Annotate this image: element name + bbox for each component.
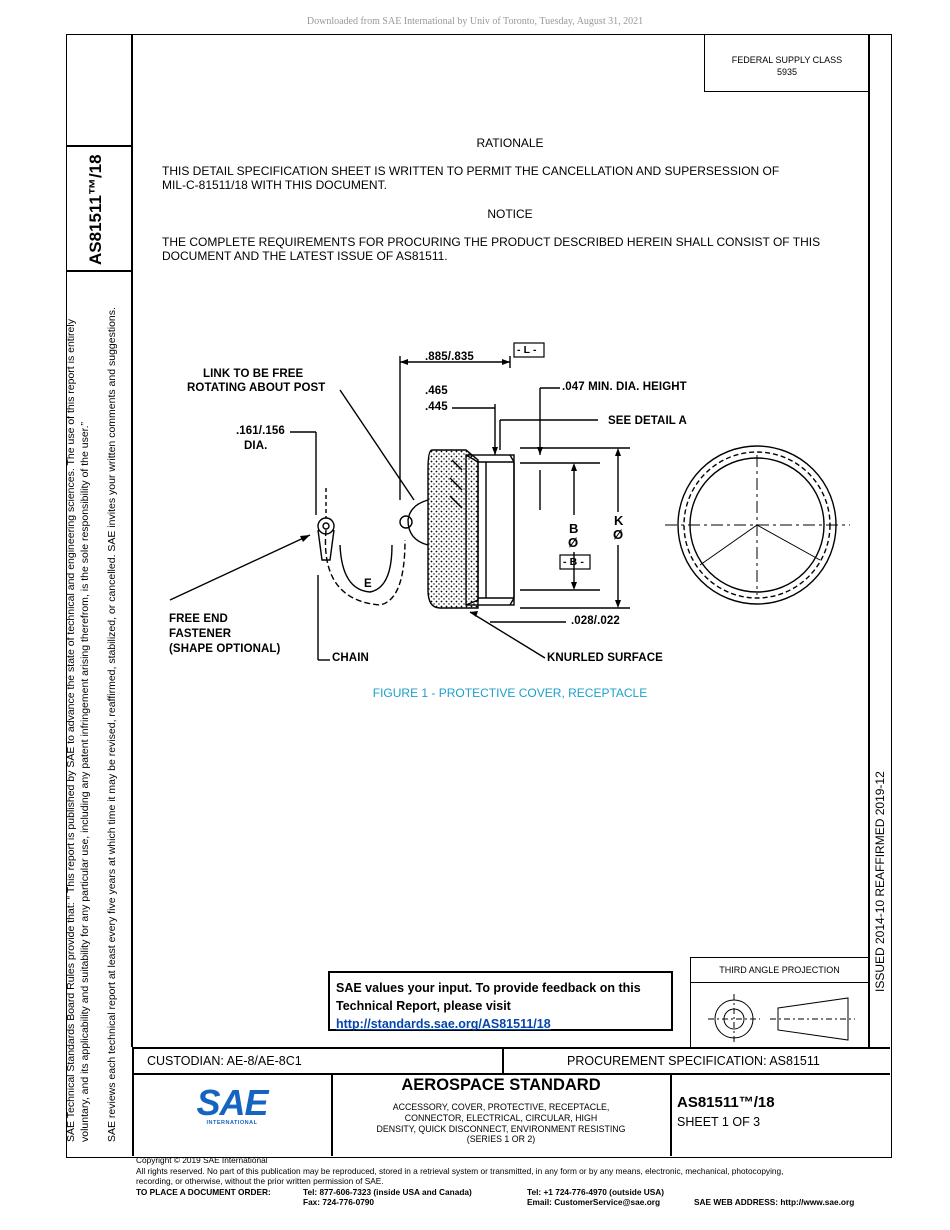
desc-line1: ACCESSORY, COVER, PROTECTIVE, RECEPTACLE… [392,1102,610,1112]
label-fastener: FASTENER [169,628,232,640]
procurement-spec: PROCUREMENT SPECIFICATION: AS81511 [567,1054,820,1068]
notice-text-2: DOCUMENT AND THE LATEST ISSUE OF AS81511… [162,249,448,263]
desc-line4: (SERIES 1 OR 2) [466,1134,536,1145]
sae-logo-text: SAE [196,1082,268,1123]
projection-label: THIRD ANGLE PROJECTION [719,965,840,975]
right-column-divider [868,34,870,1048]
left-column-divider [131,34,133,1047]
figure-caption: FIGURE 1 - PROTECTIVE COVER, RECEPTACLE [372,686,648,700]
divider [690,982,868,983]
footer: Copyright © 2019 SAE International All r… [136,1155,896,1187]
label-min-dia: .047 MIN. DIA. HEIGHT [562,381,687,393]
protective-cover-drawing [169,342,850,661]
label-shape-optional: (SHAPE OPTIONAL) [169,643,281,655]
divider [670,1073,672,1156]
label-b: B [569,521,579,536]
fsc-number: 5935 [776,67,798,77]
label-rotating: ROTATING ABOUT POST [187,382,326,394]
projection-box: THIRD ANGLE PROJECTION [690,957,868,1047]
issued-reaffirmed: ISSUED 2014-10 REAFFIRMED 2019-12 [873,771,887,992]
fsc-label: FEDERAL SUPPLY CLASS [731,55,843,65]
divider [502,1047,504,1074]
feedback-link[interactable]: http://standards.sae.org/AS81511/18 [336,1017,551,1031]
email[interactable]: Email: CustomerService@sae.org [527,1197,661,1207]
label-k-dia: Ø [613,527,624,542]
sae-logo-subtext: INTERNATIONAL [206,1120,258,1126]
fax: Fax: 724-776-0790 [303,1197,375,1207]
label-k: K [614,513,624,528]
label-link: LINK TO BE FREE [203,368,304,380]
label-knurled-surface: KNURLED SURFACE [547,652,663,664]
label-dim-465: .465 [425,385,448,397]
title-doc-number: AS81511™/18 [677,1094,775,1111]
rationale-text-1: THIS DETAIL SPECIFICATION SHEET IS WRITT… [162,164,780,178]
sae-logo: SAE INTERNATIONAL [196,1082,268,1127]
label-dim-445: .445 [425,401,448,413]
federal-supply-class-box: FEDERAL SUPPLY CLASS 5935 [704,34,869,92]
custodian: CUSTODIAN: AE-8/AE-8C1 [147,1054,302,1068]
label-e: E [364,578,372,590]
desc-line2: CONNECTOR, ELECTRICAL, CIRCULAR, HIGH [404,1112,598,1123]
notice-title: NOTICE [487,207,533,221]
divider [66,145,132,147]
divider [331,1073,333,1156]
label-see-detail-a: SEE DETAIL A [608,415,687,427]
divider [132,1047,890,1049]
rationale-text-2: MIL-C-81511/18 WITH THIS DOCUMENT. [162,178,387,192]
doc-description: ACCESSORY, COVER, PROTECTIVE, RECEPTACLE… [332,1102,670,1145]
notice-text-1: THE COMPLETE REQUIREMENTS FOR PROCURING … [162,235,821,249]
label-dia: DIA. [244,440,268,452]
label-chain: CHAIN [332,652,369,664]
web-address[interactable]: SAE WEB ADDRESS: http://www.sae.org [694,1197,855,1207]
sheet-number: SHEET 1 OF 3 [677,1115,761,1129]
third-angle-symbol [708,994,855,1044]
rationale-title: RATIONALE [476,136,544,150]
label-datum-b: - B - [563,556,584,568]
label-dim-028: .028/.022 [571,615,620,627]
feedback-line1: SAE values your input. To provide feedba… [336,981,641,995]
label-datum-l: - L - [517,344,537,356]
page-frame [66,34,892,1158]
aerospace-standard-title: AEROSPACE STANDARD [401,1076,601,1094]
label-free-end: FREE END [169,613,228,625]
label-dim-885: .885/.835 [425,351,474,363]
tel-intl: Tel: +1 724-776-4970 (outside USA) [527,1187,665,1197]
rights-line1: All rights reserved. No part of this pub… [136,1165,784,1176]
feedback-line2: Technical Report, please visit [336,999,511,1013]
label-dim-161: .161/.156 [236,425,285,437]
tel-us: Tel: 877-606-7323 (inside USA and Canada… [303,1187,472,1197]
divider [132,1047,134,1156]
divider [132,1073,890,1075]
order-label: TO PLACE A DOCUMENT ORDER: [136,1187,271,1197]
download-note: Downloaded from SAE International by Uni… [306,16,644,27]
copyright: Copyright © 2019 SAE International [136,1155,268,1165]
rights-line2: recording, or otherwise, without the pri… [136,1176,384,1186]
feedback-box: SAE values your input. To provide feedba… [328,971,673,1031]
label-b-dia: Ø [568,535,579,550]
divider [66,270,132,272]
desc-line3: DENSITY, QUICK DISCONNECT, ENVIRONMENT R… [376,1123,626,1134]
